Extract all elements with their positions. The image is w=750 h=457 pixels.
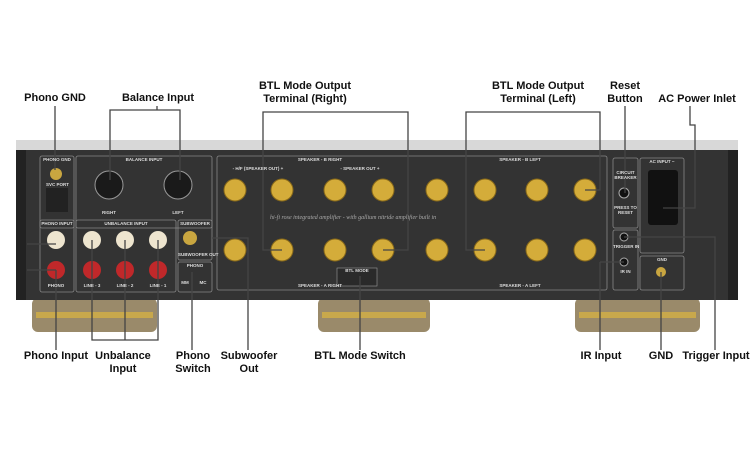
callout-ir-input: IR Input	[580, 350, 622, 362]
panel-line1: LINE - 1	[149, 283, 167, 288]
panel-subwoofer-out: SUBWOOFER OUT	[178, 252, 219, 257]
callout-btl-left-line2: Terminal (Left)	[500, 93, 576, 105]
panel-gnd: GND	[657, 257, 667, 262]
top-cover	[16, 140, 738, 152]
panel-phono: PHONO	[186, 263, 204, 268]
panel-tagline: hi-fi rose integrated amplifier - with g…	[270, 215, 437, 221]
panel-left: LEFT	[172, 210, 184, 215]
panel-phono-jack: PHONO	[47, 283, 65, 288]
panel-mc: MC	[199, 280, 207, 285]
panel-circuit-breaker: CIRCUIT BREAKER	[614, 170, 637, 180]
callout-unbalance-line1: Unbalance	[95, 350, 151, 362]
callout-trigger-input: Trigger Input	[682, 350, 750, 362]
callout-reset-line2: Button	[607, 93, 643, 105]
panel-speaker-b-right: SPEAKER - B RIGHT	[297, 157, 343, 162]
callout-sub-line1: Subwoofer	[220, 350, 278, 362]
callout-btl-left-line1: BTL Mode Output	[491, 80, 585, 92]
panel-phono-gnd: PHONO GND	[43, 157, 71, 162]
panel-right: RIGHT	[102, 210, 116, 215]
panel-speaker-b-left: SPEAKER - B LEFT	[499, 157, 541, 162]
callout-gnd: GND	[648, 350, 674, 362]
panel-ir-in: IR IN	[620, 269, 631, 274]
panel-hf-out: - H/F (SPEAKER OUT) +	[232, 166, 284, 171]
panel-line2: LINE - 2	[116, 283, 134, 288]
panel-line3: LINE - 3	[83, 283, 101, 288]
panel-speaker-a-left: SPEAKER - A LEFT	[499, 283, 541, 288]
panel-mm: MM	[181, 280, 189, 285]
panel-trigger-in: TRIGGER IN	[613, 244, 640, 249]
panel-balance-input: BALANCE INPUT	[125, 157, 163, 162]
panel-ac-input: AC INPUT ~	[649, 159, 675, 164]
callout-ac-power-inlet: AC Power Inlet	[658, 93, 736, 105]
callout-sub-line2: Out	[239, 363, 259, 375]
callout-phono-gnd: Phono GND	[24, 92, 86, 104]
panel-speaker-out: - SPEAKER OUT +	[340, 166, 380, 171]
panel-btl-mode: BTL MODE	[345, 268, 369, 273]
callout-btl-mode-switch: BTL Mode Switch	[314, 350, 406, 362]
callout-phono-switch-line1: Phono	[175, 350, 211, 362]
callout-phono-input: Phono Input	[23, 350, 89, 362]
panel-phono-input: PHONO INPUT	[41, 221, 73, 226]
panel-speaker-a-right: SPEAKER - A RIGHT	[298, 283, 342, 288]
callout-phono-switch-line2: Switch	[175, 363, 211, 375]
callout-btl-right-line1: BTL Mode Output	[258, 80, 352, 92]
callout-btl-right-line2: Terminal (Right)	[263, 93, 347, 105]
panel-svc-port: SVC PORT	[46, 182, 70, 187]
callout-reset-line1: Reset	[610, 80, 640, 92]
panel-press-reset: PRESS TO RESET	[614, 205, 637, 215]
panel-subwoofer: SUBWOOFER	[180, 221, 210, 226]
panel-unbalance-input: UNBALANCE INPUT	[104, 221, 148, 226]
callout-unbalance-line2: Input	[109, 363, 137, 375]
ac-inlet	[648, 170, 678, 225]
callout-balance-input: Balance Input	[121, 92, 195, 104]
